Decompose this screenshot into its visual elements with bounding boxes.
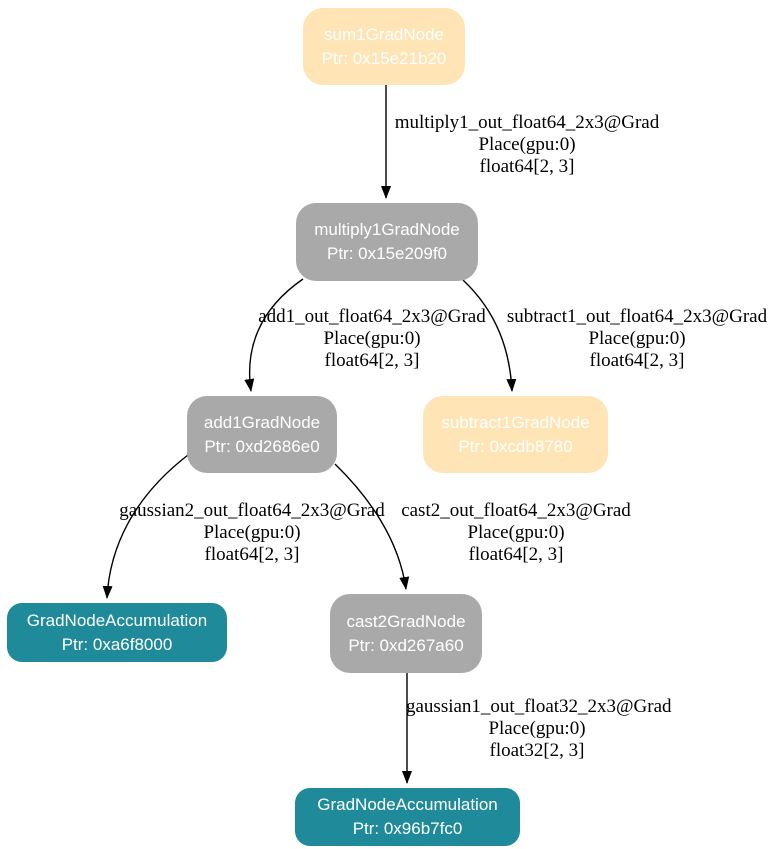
edge-multiply1-to-add1 [244,278,304,392]
edge-place: Place(gpu:0) [203,522,301,543]
node-ptr: Ptr: 0x15e209f0 [326,244,448,263]
edge-place: Place(gpu:0) [467,522,565,543]
node-title: subtract1GradNode [441,412,590,432]
node-sum1gradnode: sum1GradNode Ptr: 0x15e21b20 [303,8,465,85]
node-gradnodeaccumulation-bottom: GradNodeAccumulation Ptr: 0x96b7fc0 [295,788,520,846]
edge-label-gaussian1-out: gaussian1_out_float32_2x3@Grad Place(gpu… [406,696,672,762]
edge-label-add1-out: add1_out_float64_2x3@Grad Place(gpu:0) f… [248,306,496,372]
edge-place: Place(gpu:0) [323,328,421,349]
node-ptr: Ptr: 0xd2686e0 [204,436,320,456]
edge-tensor: cast2_out_float64_2x3@Grad [401,500,631,521]
node-ptr: Ptr: 0xd267a60 [348,635,464,655]
node-ptr: Ptr: 0x15e21b20 [321,48,447,68]
edge-dtype: float64[2, 3] [324,350,420,371]
edge-add1-to-cast2 [334,463,410,590]
edge-place: Place(gpu:0) [478,134,576,155]
edge-tensor: add1_out_float64_2x3@Grad [258,306,486,327]
node-add1gradnode: add1GradNode Ptr: 0xd2686e0 [187,396,337,473]
edge-multiply1-to-subtract1 [462,279,517,392]
edge-dtype: float64[2, 3] [468,544,564,565]
node-subtract1gradnode: subtract1GradNode Ptr: 0xcdb8780 [423,396,608,473]
edge-place: Place(gpu:0) [488,718,586,739]
edge-dtype: float64[2, 3] [204,544,300,565]
node-ptr: Ptr: 0xcdb8780 [458,436,573,456]
edge-tensor: subtract1_out_float64_2x3@Grad [506,306,768,327]
edge-label-gaussian2-out: gaussian2_out_float64_2x3@Grad Place(gpu… [110,500,394,566]
edge-dtype: float32[2, 3] [489,740,585,761]
node-gradnodeaccumulation-left: GradNodeAccumulation Ptr: 0xa6f8000 [7,603,227,662]
edge-tensor: gaussian1_out_float32_2x3@Grad [406,696,672,717]
node-title: multiply1GradNode [314,220,460,239]
edge-tensor: gaussian2_out_float64_2x3@Grad [119,500,385,521]
edge-tensor: multiply1_out_float64_2x3@Grad [394,112,660,133]
node-title: GradNodeAccumulation [317,795,498,814]
node-title: cast2GradNode [346,611,466,631]
node-multiply1gradnode: multiply1GradNode Ptr: 0x15e209f0 [296,203,478,281]
edge-label-subtract1-out: subtract1_out_float64_2x3@Grad Place(gpu… [503,306,771,372]
node-title: GradNodeAccumulation [26,610,208,630]
node-ptr: Ptr: 0xa6f8000 [61,634,173,654]
node-title: add1GradNode [203,412,321,432]
edge-add1-to-accumulation [102,454,189,599]
node-cast2gradnode: cast2GradNode Ptr: 0xd267a60 [330,594,482,673]
edge-label-cast2-out: cast2_out_float64_2x3@Grad Place(gpu:0) … [398,500,634,566]
edge-place: Place(gpu:0) [588,328,686,349]
edge-dtype: float64[2, 3] [589,350,685,371]
node-title: sum1GradNode [323,24,444,44]
edge-label-multiply1-out: multiply1_out_float64_2x3@Grad Place(gpu… [388,112,666,178]
node-ptr: Ptr: 0x96b7fc0 [352,819,463,838]
edge-dtype: float64[2, 3] [479,156,575,177]
